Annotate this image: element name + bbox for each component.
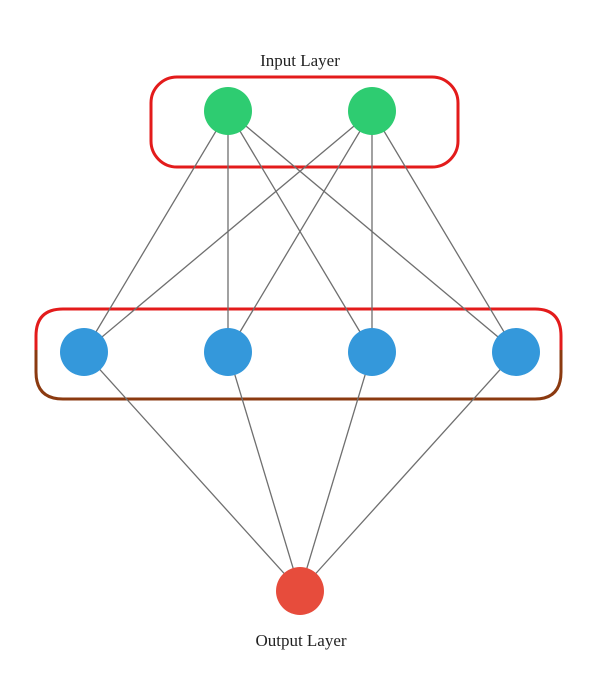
output-layer-label: Output Layer (255, 631, 346, 650)
hidden-layer-box-top (34, 307, 563, 350)
neuron-nodes (60, 87, 540, 615)
edge-input-1-hidden-1 (83, 110, 229, 353)
edge-hidden-3-output-1 (299, 351, 373, 592)
edge-hidden-4-output-1 (299, 351, 517, 592)
input-node-1 (204, 87, 252, 135)
hidden-node-3 (348, 328, 396, 376)
hidden-node-2 (204, 328, 252, 376)
edge-input-2-hidden-1 (83, 110, 373, 353)
hidden-node-1 (60, 328, 108, 376)
input-layer-label: Input Layer (260, 51, 340, 70)
edge-input-2-hidden-2 (227, 110, 373, 353)
connection-lines (83, 110, 517, 592)
output-node-1 (276, 567, 324, 615)
edge-hidden-2-output-1 (227, 351, 301, 592)
edge-input-2-hidden-4 (371, 110, 517, 353)
input-layer-box (149, 75, 460, 169)
hidden-node-4 (492, 328, 540, 376)
hidden-layer-box-bottom (34, 348, 563, 401)
input-node-2 (348, 87, 396, 135)
edge-hidden-1-output-1 (83, 351, 301, 592)
